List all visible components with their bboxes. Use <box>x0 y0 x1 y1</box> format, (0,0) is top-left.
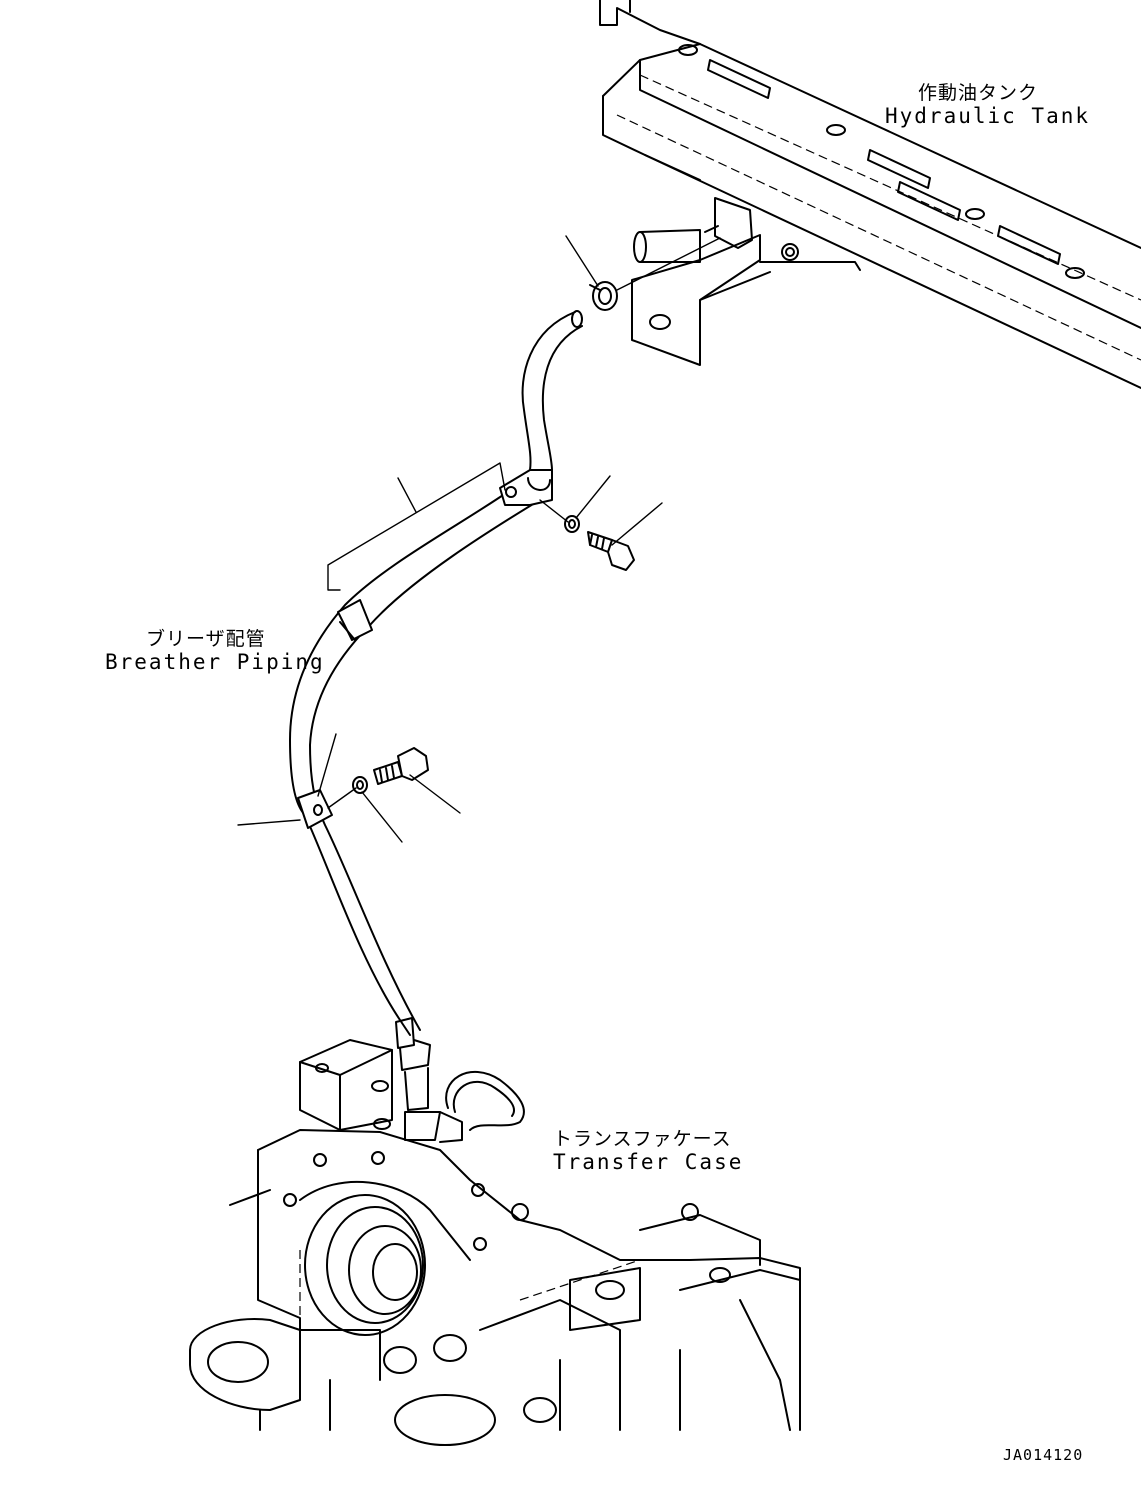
hydraulic-tank-label-en: Hydraulic Tank <box>885 104 1091 128</box>
lower-hose-clip <box>297 747 429 829</box>
middle-hose-clip <box>337 599 373 641</box>
upper-hose-clip <box>499 469 635 571</box>
transfer-case <box>189 1017 801 1446</box>
hydraulic-tank-label-jp: 作動油タンク <box>918 82 1039 104</box>
breather-piping-label-en: Breather Piping <box>105 650 325 674</box>
transfer-case-label-jp: トランスファケース <box>553 1128 732 1150</box>
drawing-code: JA014120 <box>1003 1446 1084 1464</box>
leader-lines <box>237 235 663 843</box>
transfer-case-label-en: Transfer Case <box>553 1150 744 1174</box>
breather-piping-label-jp: ブリーザ配管 <box>146 628 266 650</box>
hydraulic-tank <box>599 0 1141 389</box>
